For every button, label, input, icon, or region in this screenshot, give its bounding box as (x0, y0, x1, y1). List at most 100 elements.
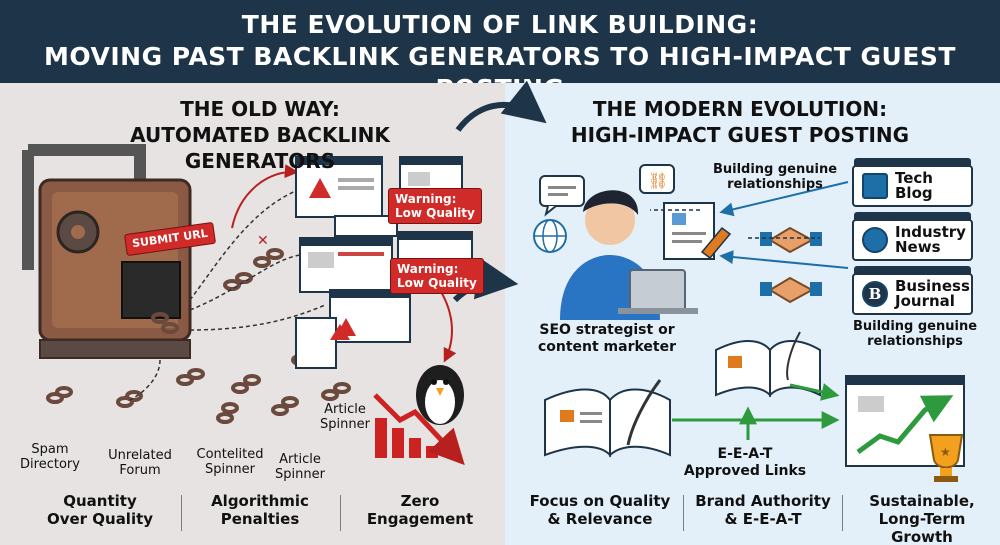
spinner2-line2: Spinner (320, 417, 370, 432)
label-article-spinner-2: Article Spinner (310, 402, 380, 432)
divider (340, 495, 341, 531)
open-book-icon-bottom (544, 379, 671, 458)
forum-line2: Forum (119, 463, 161, 478)
relationships-bottom-line1: Building genuine (852, 319, 978, 334)
business-journal-logo: B (862, 281, 888, 307)
site-name: Business Journal (895, 279, 970, 309)
link-bubble-icon: ⛓ (639, 164, 675, 194)
eeat-line1: E-E-A-T (717, 446, 773, 462)
svg-text:★: ★ (940, 445, 951, 459)
modern-footer-1: Focus on Quality & Relevance (520, 492, 680, 528)
old-footer-1-line1: Quantity (63, 492, 137, 510)
penguin-icon (416, 365, 464, 425)
divider (683, 495, 684, 531)
old-way-title-line1: THE OLD WAY: (180, 97, 340, 121)
modern-footer-2-line2: & E-E-A-T (724, 510, 802, 528)
chat-bubble-icon (539, 175, 585, 217)
relationships-label-top: Building genuine relationships (705, 162, 845, 192)
old-footer-2-line1: Algorithmic (211, 492, 309, 510)
monitor-icon (862, 173, 888, 199)
modern-footer-2: Brand Authority & E-E-A-T (688, 492, 838, 528)
relationships-top-line2: relationships (727, 177, 823, 192)
open-book-icon-top (715, 331, 821, 398)
site-card-business-journal: B Business Journal (852, 266, 973, 315)
spinner2-line1: Article (324, 402, 366, 417)
person-line2: content marketer (537, 339, 677, 355)
svg-text:✕: ✕ (257, 233, 269, 249)
warning-2-line2: Low Quality (397, 276, 477, 290)
relationships-top-line1: Building genuine (712, 162, 838, 177)
old-footer-2-line2: Penalties (220, 510, 300, 528)
modern-title: THE MODERN EVOLUTION: HIGH-IMPACT GUEST … (560, 96, 920, 148)
spinner1-line1: Article (279, 452, 321, 467)
label-article-spinner-1: Article Spinner (265, 452, 335, 482)
contelited-line2: Spinner (205, 462, 255, 477)
spam-line1: Spam (31, 442, 69, 457)
modern-title-line2: HIGH-IMPACT GUEST POSTING (570, 123, 910, 147)
old-footer-3-line2: Engagement (366, 510, 474, 528)
globe-icon (533, 219, 567, 253)
backlink-generator-machine (22, 144, 192, 359)
modern-footer-1-line1: Focus on Quality (529, 492, 671, 510)
site-card-header (854, 266, 971, 275)
modern-footer-1-line2: & Relevance (547, 510, 653, 528)
globe-icon (862, 227, 888, 253)
old-way-title: THE OLD WAY: AUTOMATED BACKLINK GENERATO… (80, 96, 440, 174)
old-footer-3: Zero Engagement (350, 492, 490, 528)
old-footer-1-line2: Over Quality (46, 510, 154, 528)
main-title-line1: THE EVOLUTION OF LINK BUILDING: (241, 10, 759, 39)
penalty-chart (373, 393, 465, 466)
old-way-title-line2: AUTOMATED BACKLINK GENERATORS (130, 123, 390, 173)
divider (842, 495, 843, 531)
site-name: Industry News (895, 225, 966, 255)
warning-2-line1: Warning: (397, 262, 459, 276)
spam-line2: Directory (20, 457, 80, 472)
dashed-spam-paths (129, 189, 326, 401)
eeat-label: E-E-A-T Approved Links (670, 446, 820, 480)
contelited-line1: Contelited (196, 447, 264, 462)
divider (181, 495, 182, 531)
handshake-icon-2 (760, 276, 822, 304)
red-arrow-down (439, 289, 457, 363)
modern-footer-3-line2: Long-Term Growth (878, 510, 966, 545)
relationships-label-bottom: Building genuine relationships (845, 319, 985, 349)
relationships-bottom-line2: relationships (867, 334, 963, 349)
warning-badge-1: Warning: Low Quality (388, 188, 482, 224)
person-line1: SEO strategist or (539, 322, 675, 338)
site-line2: News (895, 238, 941, 256)
old-footer-2: Algorithmic Penalties (190, 492, 330, 528)
site-line2: Journal (895, 292, 955, 310)
site-line1: Tech Blog (895, 169, 933, 202)
warning-badge-2: Warning: Low Quality (390, 258, 484, 294)
label-contelited-spinner: Contelited Spinner (190, 447, 270, 477)
site-card-industry-news: Industry News (852, 212, 973, 261)
seo-strategist-figure (560, 190, 698, 320)
svg-text:⛓: ⛓ (648, 171, 668, 190)
old-footer-3-line1: Zero (400, 492, 440, 510)
spinner1-line2: Spinner (275, 467, 325, 482)
modern-footer-3-line1: Sustainable, (869, 492, 975, 510)
site-card-header (854, 158, 971, 167)
modern-footer-2-line1: Brand Authority (695, 492, 831, 510)
forum-line1: Unrelated (108, 448, 172, 463)
old-footer-1: Quantity Over Quality (30, 492, 170, 528)
guest-post-document-icon (663, 202, 732, 260)
modern-footer-3: Sustainable, Long-Term Growth (848, 492, 996, 545)
site-card-header (854, 212, 971, 221)
red-arrow-top (231, 164, 299, 229)
site-card-tech-blog: Tech Blog (852, 158, 973, 207)
label-unrelated-forum: Unrelated Forum (100, 448, 180, 478)
warning-1-line2: Low Quality (395, 206, 475, 220)
site-name: Tech Blog (895, 171, 971, 201)
modern-title-line1: THE MODERN EVOLUTION: (592, 97, 888, 121)
site-line1: Business (895, 277, 970, 295)
label-spam-directory: Spam Directory (15, 442, 85, 472)
trophy-icon: ★ (928, 434, 964, 482)
site-line1: Industry (895, 223, 966, 241)
eeat-line2: Approved Links (683, 463, 807, 479)
transition-arrow-top (455, 80, 547, 132)
warning-1-line1: Warning: (395, 192, 457, 206)
handshake-icon-1 (760, 226, 822, 254)
header-banner: THE EVOLUTION OF LINK BUILDING: MOVING P… (0, 0, 1000, 103)
